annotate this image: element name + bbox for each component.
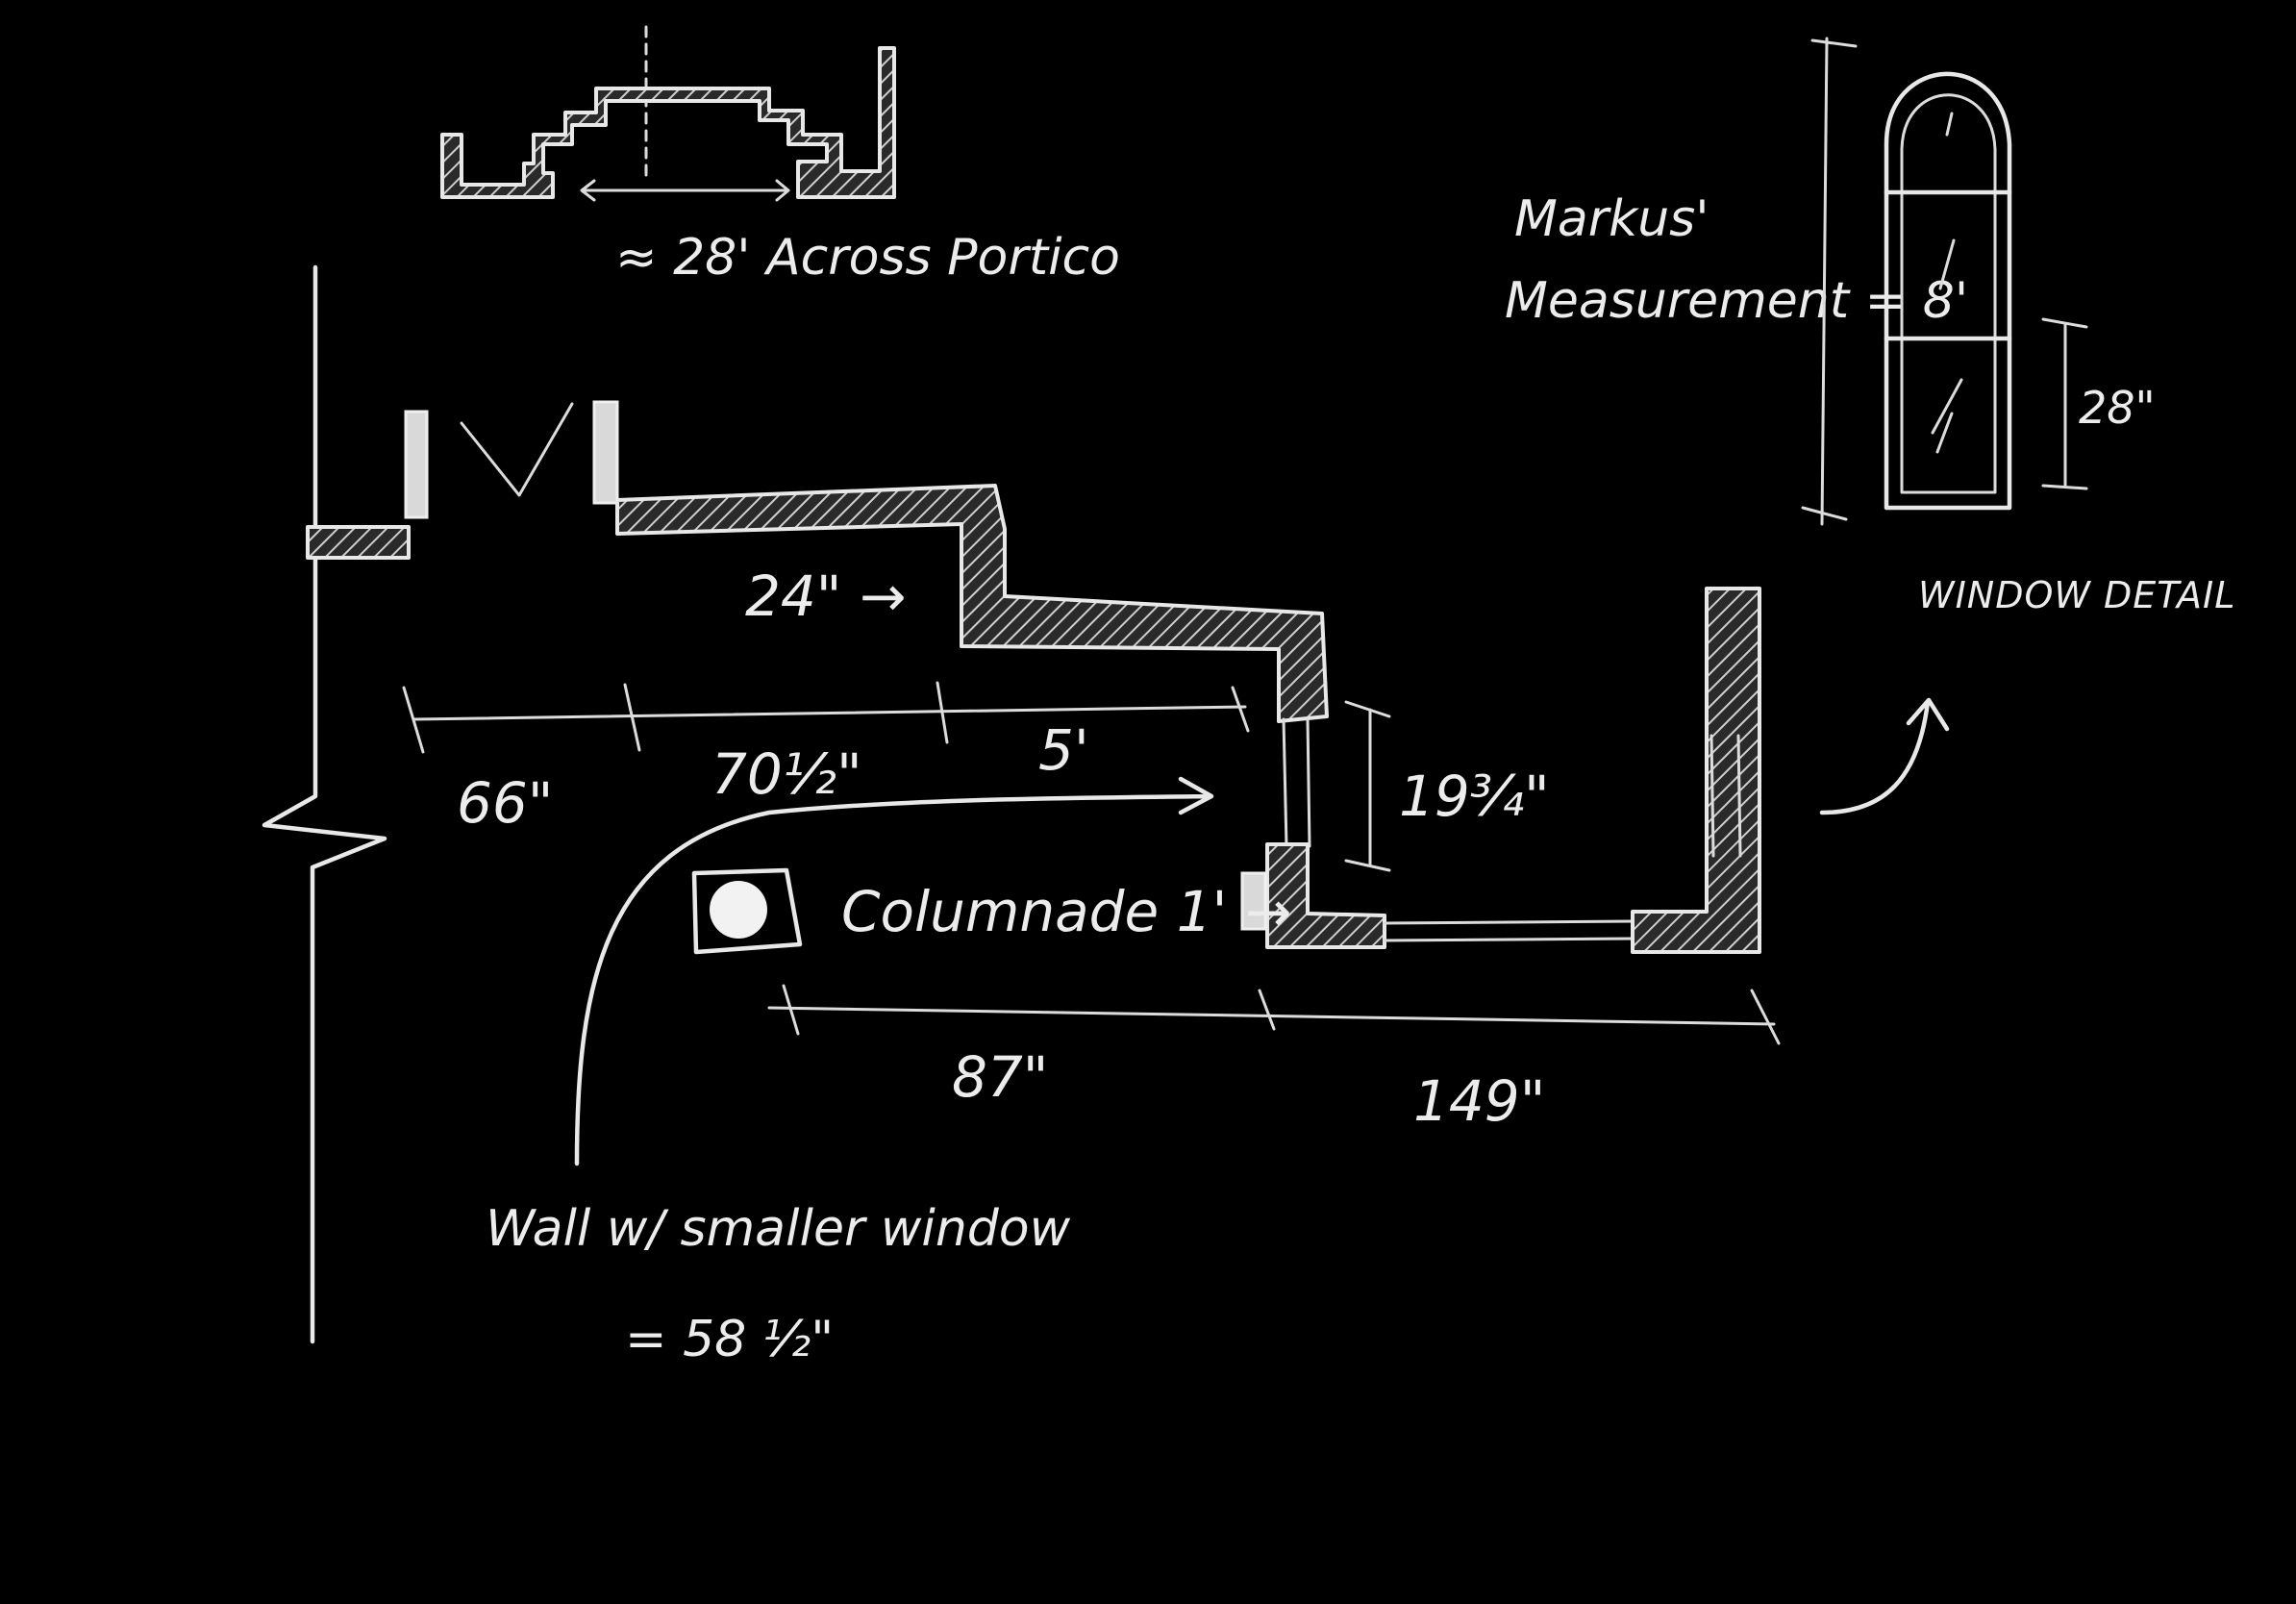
wall-segment-upper (615, 484, 1329, 723)
dim-70-label: 70½" (711, 741, 862, 807)
lower-wall (1240, 587, 1761, 954)
portico-dimension-arrow (580, 179, 790, 202)
dim-19-label: 19¾" (1399, 764, 1550, 829)
portico-plan (440, 25, 896, 202)
doorway-swing (460, 402, 574, 497)
window-glass-marks (1931, 112, 1963, 454)
left-wall-line (262, 264, 387, 1344)
dim-5-label: 5' (1038, 717, 1089, 783)
dim-28-label: 28" (2079, 382, 2156, 434)
window-outer-frame (1884, 71, 2012, 511)
wall-leader-arrow (574, 776, 1214, 1166)
column-stub (1240, 871, 1267, 931)
markus-label-line1: Markus' (1514, 190, 1710, 248)
dim-87-label: 87" (952, 1044, 1048, 1110)
dimension-line-bottom (767, 984, 1781, 1045)
window-opening-vertical (1282, 700, 1391, 872)
wall-pier-right (592, 400, 619, 505)
dimension-line-top (402, 681, 1250, 754)
wall-note-line1: Wall w/ smaller window (486, 1200, 1071, 1258)
markus-label-line2: Measurement = 8' (1505, 272, 1968, 330)
portico-wall (440, 46, 896, 199)
lower-window-line (1383, 919, 1636, 942)
dim-24-label: 24" → (745, 564, 907, 629)
stepped-wall (306, 400, 1329, 723)
window-detail-arrow (1819, 697, 1950, 815)
portico-label: ≈ 28' Across Portico (615, 229, 1120, 287)
window-inner-frame (1900, 93, 1997, 494)
window-detail (1801, 37, 2088, 526)
window-height-line (1801, 37, 1858, 526)
columnade-label: Columnade 1' → (841, 879, 1291, 944)
wall-pier-left (404, 410, 429, 519)
wall-segment-left (306, 525, 411, 560)
right-wall-window (1710, 734, 1742, 858)
window-detail-label: WINDOW DETAIL (1918, 574, 2235, 616)
column (691, 867, 803, 955)
wall-note-line2: = 58 ½" (625, 1311, 834, 1368)
dim-66-label: 66" (457, 770, 553, 836)
lower-wall-right (1631, 587, 1761, 954)
dim-149-label: 149" (1413, 1068, 1545, 1134)
lower-wall-pier (1265, 842, 1386, 949)
window-28-dim (2041, 317, 2088, 490)
